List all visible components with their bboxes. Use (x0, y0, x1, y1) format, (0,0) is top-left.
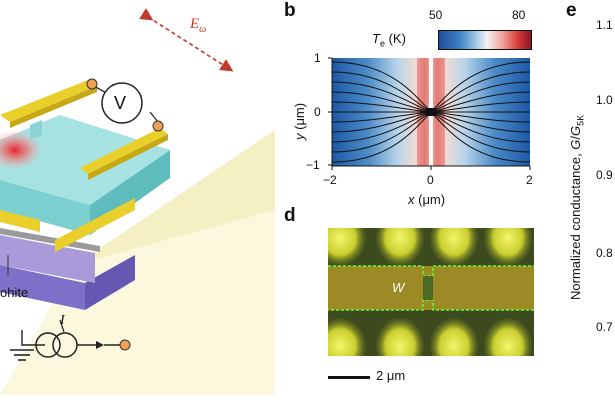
channel-notch (30, 120, 42, 140)
e-y-tick-label: 0.9 (596, 168, 613, 182)
current-source-ring1 (35, 332, 61, 358)
current-label-tick (59, 319, 65, 333)
lead-top-2-side (88, 134, 168, 180)
hbn-bottom-side (85, 255, 135, 310)
e-y-tick-label: 0.8 (596, 246, 613, 260)
b-y-tick-label: −1 (306, 158, 320, 172)
field-symbol: E (190, 16, 200, 32)
contact-pad (430, 228, 478, 266)
e-y-tick-label: 1.0 (596, 93, 613, 107)
b-y-axis-symbol: y (292, 133, 307, 141)
laser-hotspot (0, 130, 43, 170)
b-x-tick-label: 0 (427, 173, 434, 187)
colorbar-label-unit: (K) (384, 31, 406, 46)
microscope-image (328, 228, 534, 356)
current-streamlines (332, 61, 530, 163)
light-beam-shade (75, 130, 275, 265)
contact-pad (430, 318, 478, 356)
source-contact (119, 339, 131, 351)
temperature-map (332, 58, 530, 166)
e-y-axis-var2: G (568, 125, 583, 136)
graphite-thin-gray (0, 228, 100, 252)
device-schematic (0, 8, 275, 395)
b-x-axis-label: x (μm) (408, 192, 445, 207)
e-y-axis-div: / (568, 135, 583, 140)
e-y-axis-label: Normalized conductance, G/G5K (568, 115, 586, 300)
e-y-tick-label: 1.1 (596, 18, 613, 32)
b-y-axis-label: y (μm) (292, 103, 307, 140)
b-x-tick-label: 2 (526, 173, 533, 187)
lead-top-1 (0, 80, 97, 122)
lead-contact-1 (86, 78, 98, 90)
b-x-tick-label: −2 (323, 173, 337, 187)
contact-pad (376, 318, 424, 356)
ground-wire (21, 330, 45, 346)
colorbar (438, 30, 532, 50)
b-y-axis-unit: (μm) (292, 102, 307, 134)
panel-e-letter: e (566, 0, 577, 21)
contact-pad (376, 228, 424, 266)
field-polarization-arrow (139, 8, 234, 72)
lead-top-2 (80, 128, 168, 174)
b-x-axis-symbol: x (408, 192, 415, 207)
voltmeter-wire-right (149, 111, 159, 123)
colorbar-label-symbol: T (372, 31, 380, 46)
channel-width-label: W (392, 280, 405, 295)
voltmeter-label: V (114, 93, 127, 113)
b-x-axis-unit: (μm) (414, 192, 446, 207)
current-label: I (60, 313, 65, 328)
substrate-side-front (0, 180, 90, 235)
current-direction-icon (96, 341, 104, 349)
contact-pad (328, 228, 366, 266)
lead-contact-2 (152, 120, 164, 132)
electrode-left-lower (0, 210, 40, 232)
contact-pad (328, 318, 366, 356)
panel-d-letter: d (284, 205, 296, 226)
colorbar-label: Te (K) (372, 31, 406, 49)
contact-pad (484, 228, 532, 266)
hbn-bottom-layer (0, 265, 85, 310)
field-label: Eω (190, 16, 206, 35)
panel-b-axes (328, 57, 531, 170)
b-y-tick-label: 1 (314, 51, 321, 65)
panel-b-letter: b (284, 0, 296, 21)
constriction-marker (426, 108, 436, 116)
e-y-axis-text: Normalized conductance, (568, 149, 583, 300)
graphite-layer (0, 235, 95, 283)
e-y-axis-var: G (568, 139, 583, 150)
scale-bar (328, 376, 370, 379)
lead-top-1-side (10, 86, 97, 128)
contact-pad (484, 318, 532, 356)
colorbar-min-tick: 50 (429, 8, 443, 22)
constriction-gap (423, 276, 433, 300)
electrode-right-lower (55, 198, 135, 252)
voltmeter-icon (101, 82, 143, 124)
scale-bar-label: 2 μm (376, 368, 406, 383)
colorbar-label-sub: e (379, 38, 385, 49)
e-y-axis-sub: 5K (575, 114, 586, 126)
substrate-top (0, 115, 170, 205)
field-subscript: ω (199, 24, 207, 35)
b-y-tick-label: 0 (314, 105, 321, 119)
e-y-tick-label: 0.7 (596, 320, 613, 334)
graphite-label: ohite (0, 285, 29, 300)
colorbar-max-tick: 80 (512, 8, 526, 22)
